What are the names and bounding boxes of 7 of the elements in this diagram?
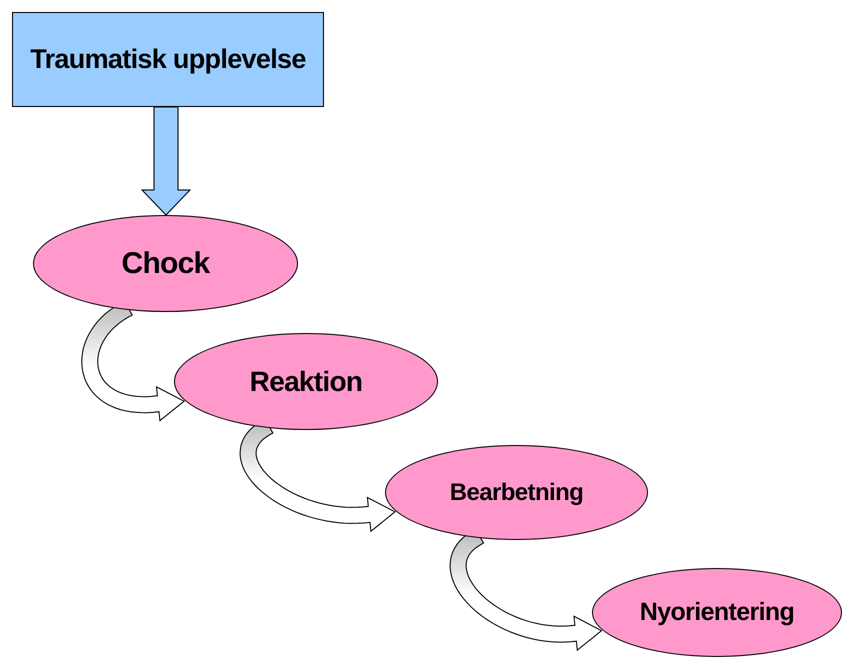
block-arrow [140,106,192,216]
process-box [12,12,324,107]
stage-label: Reaktion [250,364,362,398]
stage-label: Nyorientering [640,596,794,628]
stage-label: Traumatisk upplevelse [30,43,306,76]
stage-label: Chock [122,246,210,282]
stage-label: Bearbetning [450,478,584,508]
